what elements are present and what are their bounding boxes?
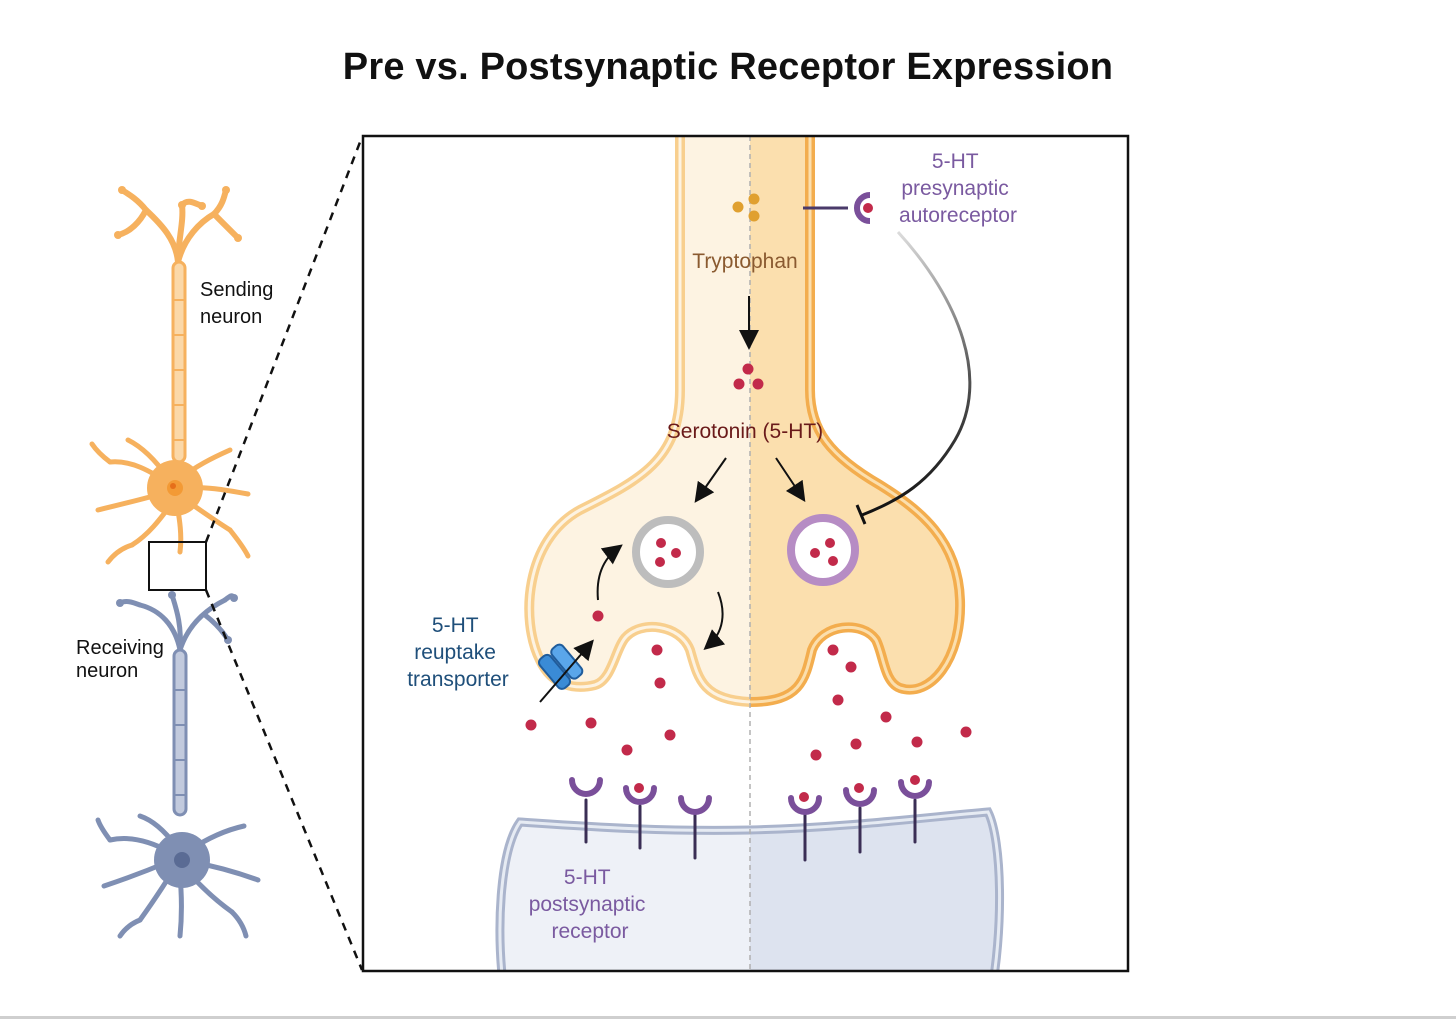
zoom-lines: [204, 136, 364, 971]
sending-neuron-label: Sending neuron: [200, 279, 279, 328]
receiving-neuron-label: Receiving neuron: [76, 637, 169, 682]
receptor: [898, 775, 932, 844]
reuptake-label: 5-HT reuptake transporter: [407, 614, 509, 691]
reuptake-to-vesicle-arrow: [596, 544, 623, 601]
postsynaptic-receptors: [569, 775, 932, 862]
postsynaptic-label: 5-HT postsynaptic receptor: [529, 866, 652, 943]
sending-neuron-dendrites: [115, 187, 241, 265]
receptor: [678, 795, 712, 860]
cleft-serotonin: [525, 610, 972, 761]
receptor: [623, 783, 657, 850]
tryptophan-label: Tryptophan: [692, 250, 797, 273]
serotonin-cluster: [733, 363, 764, 390]
receptor: [569, 777, 603, 844]
diagram-title: Pre vs. Postsynaptic Receptor Expression: [342, 46, 1114, 88]
tryptophan-molecules: [732, 193, 760, 222]
packaging-arrow-right: [775, 457, 806, 502]
packaging-arrow-left: [694, 457, 727, 503]
vesicle-left: [632, 516, 704, 588]
zoom-box: [148, 541, 207, 591]
reuptake-arrow: [539, 639, 594, 703]
serotonin-label: Serotonin (5-HT): [667, 420, 823, 443]
inhibition-curve: [855, 230, 972, 525]
receptor: [788, 792, 822, 862]
autoreceptor-label: 5-HT presynaptic autoreceptor: [899, 150, 1017, 227]
presynaptic-autoreceptor: [803, 192, 873, 224]
bottom-divider: [0, 1016, 1456, 1019]
sending-neuron: [89, 186, 251, 565]
reuptake-transporter: [537, 643, 584, 690]
vesicle-release-arrow: [703, 591, 726, 650]
zoom-frame: [361, 134, 1130, 973]
vesicle-right: [787, 514, 859, 586]
synapse-zoom-panel: Tryptophan Serotonin (5-HT): [363, 136, 1128, 971]
receptor: [843, 783, 877, 854]
